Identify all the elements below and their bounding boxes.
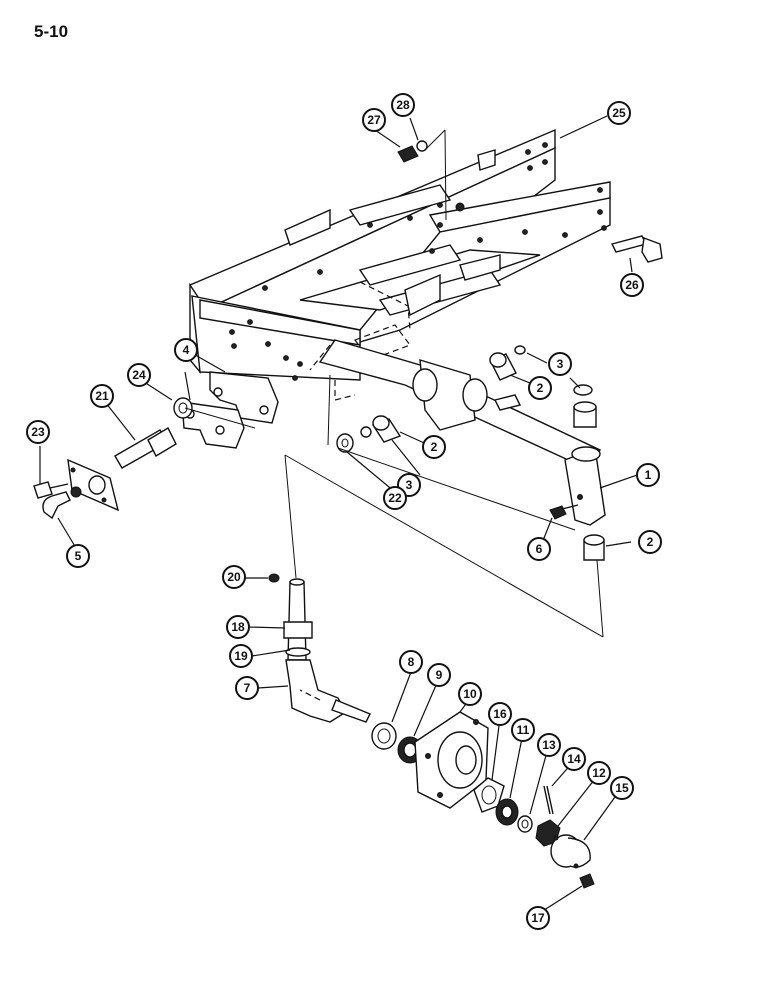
callout-23: 23 — [26, 420, 50, 444]
svg-text:22: 22 — [388, 491, 402, 505]
callout-26: 26 — [620, 273, 644, 297]
svg-text:16: 16 — [493, 707, 507, 721]
callout-22: 22 — [383, 486, 407, 510]
callout-14: 14 — [562, 747, 586, 771]
callout-21: 21 — [90, 384, 114, 408]
svg-text:24: 24 — [132, 368, 146, 382]
callout-10: 10 — [458, 682, 482, 706]
callout-1: 1 — [636, 463, 660, 487]
callout-11: 11 — [511, 718, 535, 742]
svg-text:17: 17 — [531, 911, 545, 925]
callout-28: 28 — [391, 93, 415, 117]
svg-text:28: 28 — [396, 98, 410, 112]
svg-text:4: 4 — [183, 343, 190, 357]
pivot-pin-assembly — [33, 397, 193, 520]
svg-text:7: 7 — [244, 681, 251, 695]
svg-text:3: 3 — [406, 478, 413, 492]
svg-text:19: 19 — [234, 649, 248, 663]
main-frame — [189, 128, 611, 401]
assembly-lines — [184, 129, 604, 638]
hardware-bolts — [397, 140, 663, 263]
svg-text:12: 12 — [592, 766, 606, 780]
callouts: 1 2 2 2 3 3 4 5 6 7 8 9 10 11 12 13 14 1… — [26, 93, 662, 930]
svg-text:2: 2 — [431, 440, 438, 454]
callout-27: 27 — [362, 108, 386, 132]
callout-25: 25 — [607, 101, 631, 125]
pivot-parts — [336, 345, 605, 561]
callout-12: 12 — [587, 761, 611, 785]
svg-text:3: 3 — [557, 357, 564, 371]
callout-6: 6 — [527, 537, 551, 561]
svg-text:11: 11 — [517, 723, 530, 737]
callout-2: 2 — [528, 376, 552, 400]
callout-20: 20 — [222, 565, 246, 589]
svg-text:26: 26 — [625, 278, 639, 292]
callout-3: 3 — [548, 352, 572, 376]
callout-7: 7 — [235, 676, 259, 700]
callout-19: 19 — [229, 644, 253, 668]
axle-beam — [318, 339, 606, 526]
shim-plates — [181, 371, 279, 449]
svg-text:1: 1 — [645, 468, 652, 482]
callout-5: 5 — [66, 544, 90, 568]
svg-text:6: 6 — [536, 542, 543, 556]
callout-4: 4 — [174, 338, 198, 362]
callout-17: 17 — [526, 906, 550, 930]
hub-assembly — [371, 711, 595, 889]
callout-2: 2 — [638, 530, 662, 554]
svg-text:27: 27 — [367, 113, 381, 127]
callout-16: 16 — [488, 702, 512, 726]
page-number: 5-10 — [34, 22, 69, 41]
callout-18: 18 — [226, 615, 250, 639]
svg-text:2: 2 — [647, 535, 654, 549]
svg-text:23: 23 — [31, 425, 45, 439]
spindle-assembly — [268, 573, 371, 723]
callout-8: 8 — [399, 650, 423, 674]
callout-15: 15 — [610, 776, 634, 800]
svg-text:25: 25 — [612, 106, 626, 120]
callout-2: 2 — [422, 435, 446, 459]
svg-text:20: 20 — [227, 570, 241, 584]
svg-text:10: 10 — [463, 687, 477, 701]
svg-text:14: 14 — [567, 752, 581, 766]
svg-text:9: 9 — [436, 668, 443, 682]
svg-text:15: 15 — [615, 781, 629, 795]
svg-text:18: 18 — [231, 620, 245, 634]
callout-9: 9 — [427, 663, 451, 687]
callout-13: 13 — [537, 733, 561, 757]
svg-text:8: 8 — [408, 655, 415, 669]
svg-text:13: 13 — [542, 738, 556, 752]
svg-text:21: 21 — [95, 389, 109, 403]
callout-24: 24 — [127, 363, 151, 387]
svg-text:2: 2 — [537, 381, 544, 395]
svg-text:5: 5 — [75, 549, 82, 563]
